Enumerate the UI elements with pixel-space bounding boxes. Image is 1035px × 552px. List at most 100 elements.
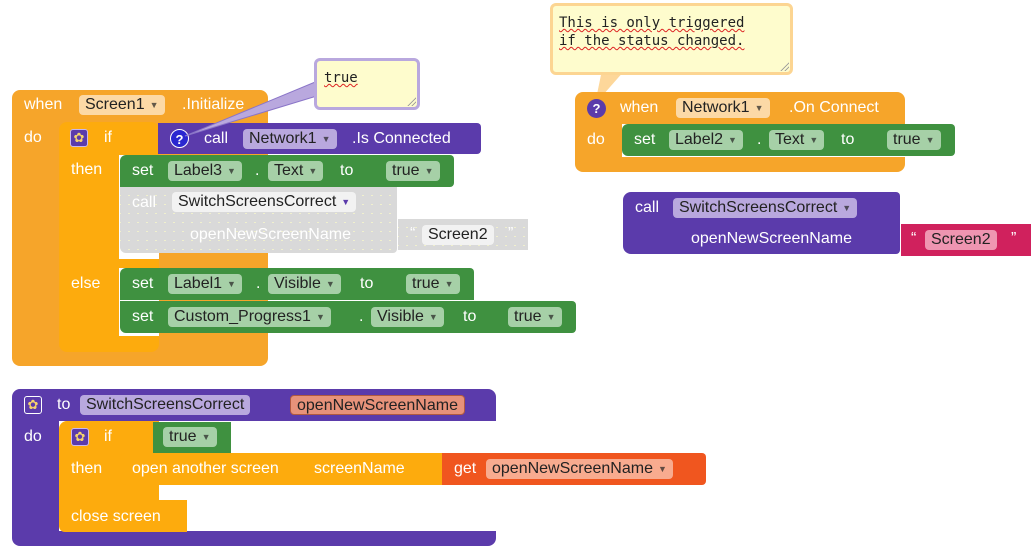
dot-label: .: [757, 131, 762, 148]
set-label3-text-block[interactable]: set Label3 ▼ . Text ▼ to true▼: [120, 155, 454, 187]
dropdown-arrow-icon: ▼: [227, 166, 236, 176]
component-name: Screen1: [85, 96, 145, 113]
to-label: to: [360, 275, 374, 292]
component-dropdown[interactable]: Network1▼: [243, 129, 337, 149]
dropdown-arrow-icon: ▼: [657, 464, 667, 474]
component-name: Label3: [174, 162, 223, 179]
property-dropdown[interactable]: Visible▼: [371, 307, 444, 327]
set-progress-visible-block[interactable]: set Custom_Progress1▼ . Visible▼ to true…: [120, 301, 576, 333]
component-dropdown[interactable]: Screen1▼: [79, 95, 165, 115]
set-label: set: [132, 275, 154, 292]
parameter-name[interactable]: openNewScreenName: [290, 395, 465, 415]
to-label: to: [841, 131, 855, 148]
close-screen-label: close screen: [71, 508, 161, 525]
true-boolean-block[interactable]: true▼: [153, 422, 231, 453]
resize-handle-icon[interactable]: [779, 61, 789, 71]
get-label: get: [454, 460, 477, 477]
close-screen-block[interactable]: close screen: [59, 500, 187, 532]
close-quote: ”: [1011, 230, 1017, 247]
open-quote: “: [410, 225, 416, 242]
comment-line-2[interactable]: if the status changed.: [559, 33, 745, 49]
dropdown-arrow-icon: ▼: [754, 103, 764, 113]
event-name: .Initialize: [182, 96, 245, 113]
boolean-value: true: [893, 131, 921, 148]
on-connect-comment[interactable]: This is only triggered if the status cha…: [550, 3, 793, 75]
dropdown-arrow-icon: ▼: [842, 203, 852, 213]
mutator-gear-icon[interactable]: ✿: [70, 129, 88, 147]
set-label1-visible-block[interactable]: set Label1▼ . Visible▼ to true▼: [120, 268, 474, 300]
boolean-dropdown[interactable]: true▼: [508, 307, 562, 327]
component-dropdown[interactable]: Label3 ▼: [168, 161, 242, 181]
call-switch-screens-block[interactable]: call SwitchScreensCorrect ▼ openNewScreen…: [623, 192, 900, 254]
text-value[interactable]: Screen2: [422, 225, 494, 245]
boolean-dropdown[interactable]: true ▼: [887, 130, 941, 150]
call-label: call: [132, 194, 157, 211]
component-name: Label2: [675, 131, 724, 148]
call-label: call: [204, 130, 229, 147]
to-label: to: [57, 396, 71, 413]
is-connected-call-block[interactable]: ? call Network1▼ .Is Connected: [158, 123, 481, 154]
comment-question-icon[interactable]: ?: [170, 129, 189, 148]
param-name: openNewScreenName: [691, 230, 852, 247]
boolean-dropdown[interactable]: true▼: [386, 161, 440, 181]
get-variable-block[interactable]: get openNewScreenName▼: [442, 453, 706, 485]
is-connected-comment[interactable]: true: [314, 58, 420, 110]
then-label: then: [71, 161, 103, 178]
procedure-dropdown[interactable]: SwitchScreensCorrect ▼: [673, 198, 858, 218]
dropdown-arrow-icon: ▼: [325, 279, 335, 289]
comment-line-1[interactable]: This is only triggered: [559, 15, 745, 31]
text-screen2-block[interactable]: “ Screen2 ”: [901, 224, 1031, 256]
set-label2-text-block[interactable]: set Label2▼ . Text▼ to true ▼: [622, 124, 955, 156]
component-dropdown[interactable]: Label1 ▼: [168, 274, 242, 294]
open-another-screen-block[interactable]: open another screen screenName: [120, 453, 442, 485]
component-dropdown[interactable]: Custom_Progress1▼: [168, 307, 331, 327]
procedure-dropdown[interactable]: SwitchScreensCorrect▼: [172, 192, 357, 212]
dropdown-arrow-icon: ▼: [227, 279, 236, 289]
do-label: do: [587, 131, 605, 148]
dropdown-arrow-icon: ▼: [315, 312, 325, 322]
to-label: to: [340, 162, 354, 179]
method-name: .Is Connected: [352, 130, 451, 147]
dot-label: .: [359, 308, 364, 325]
component-dropdown[interactable]: Network1 ▼: [676, 98, 770, 118]
dot-label: .: [255, 162, 260, 179]
then-label: then: [71, 460, 103, 477]
mutator-gear-icon[interactable]: ✿: [71, 428, 89, 446]
dropdown-arrow-icon: ▼: [925, 135, 935, 145]
dropdown-arrow-icon: ▼: [444, 279, 454, 289]
call-label: call: [635, 199, 660, 216]
set-label: set: [132, 308, 154, 325]
disabled-text-block[interactable]: “ Screen2 ”: [398, 219, 528, 250]
set-label: set: [132, 162, 154, 179]
boolean-dropdown[interactable]: true▼: [163, 427, 217, 447]
disabled-call-block[interactable]: call SwitchScreensCorrect▼ openNewScreen…: [120, 187, 397, 253]
component-name: Label1: [174, 275, 223, 292]
else-label: else: [71, 275, 101, 292]
resize-handle-icon[interactable]: [406, 96, 416, 106]
dropdown-arrow-icon: ▼: [424, 166, 434, 176]
property-name: Visible: [377, 308, 424, 325]
component-name: Network1: [682, 99, 750, 116]
boolean-dropdown[interactable]: true▼: [406, 274, 460, 294]
comment-question-icon[interactable]: ?: [587, 99, 606, 118]
variable-dropdown[interactable]: openNewScreenName▼: [486, 459, 673, 479]
component-dropdown[interactable]: Label2▼: [669, 130, 743, 150]
property-dropdown[interactable]: Text ▼: [268, 161, 324, 181]
open-quote: “: [911, 230, 917, 247]
param-name: openNewScreenName: [190, 226, 351, 243]
procedure-name-field[interactable]: SwitchScreensCorrect: [80, 395, 251, 415]
component-name: Network1: [249, 130, 317, 147]
boolean-value: true: [169, 428, 197, 445]
set-label: set: [634, 131, 656, 148]
when-label: when: [620, 99, 659, 116]
mutator-gear-icon[interactable]: ✿: [24, 396, 42, 414]
do-label: do: [24, 428, 42, 445]
comment-text[interactable]: true: [324, 70, 358, 86]
boolean-value: true: [514, 308, 542, 325]
procedure-name: SwitchScreensCorrect: [679, 199, 838, 216]
property-dropdown[interactable]: Visible▼: [268, 274, 341, 294]
property-name: Text: [274, 162, 304, 179]
property-dropdown[interactable]: Text▼: [769, 130, 825, 150]
text-value[interactable]: Screen2: [925, 230, 997, 250]
dropdown-arrow-icon: ▼: [308, 166, 318, 176]
